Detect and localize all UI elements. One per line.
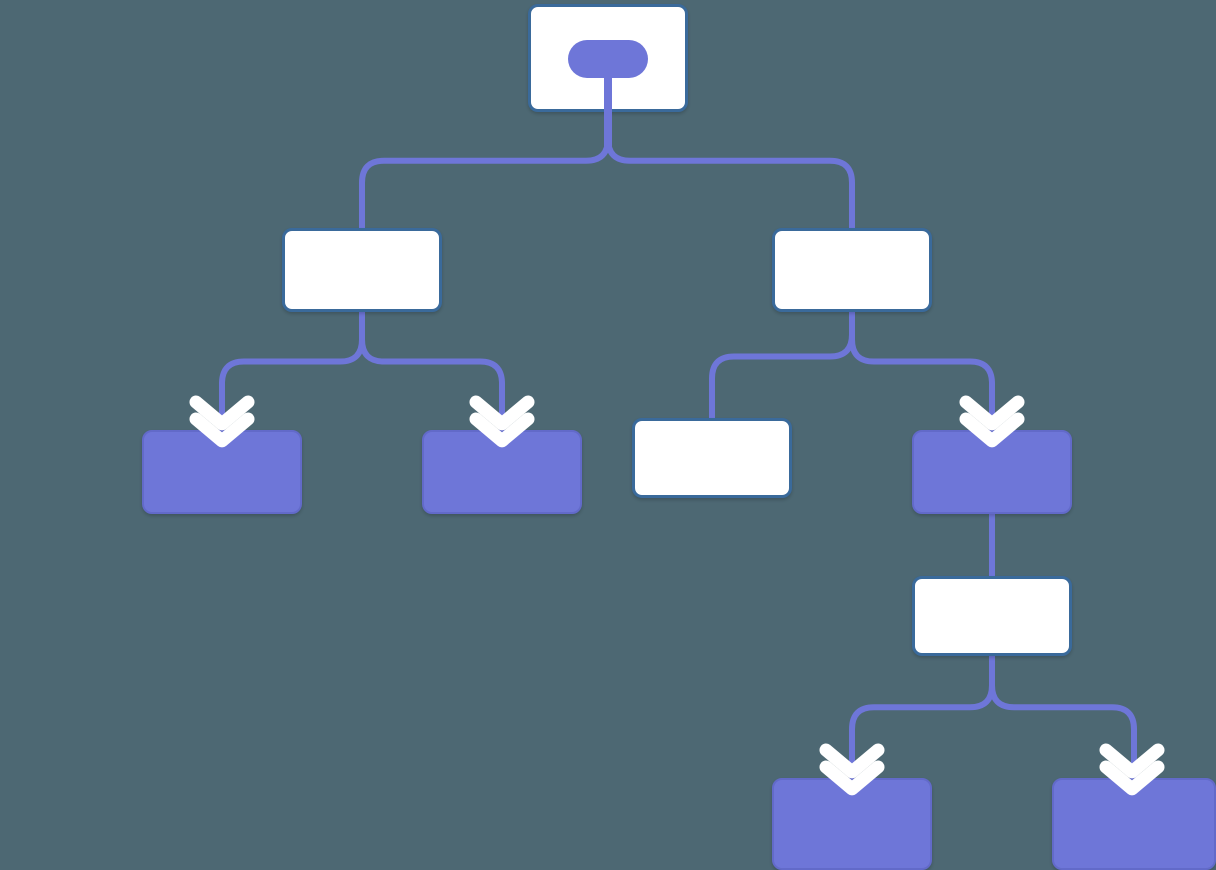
node-n1[interactable] — [528, 4, 688, 112]
node-n10[interactable] — [1052, 778, 1216, 870]
node-n3[interactable] — [772, 228, 932, 312]
node-n4[interactable] — [142, 430, 302, 514]
node-n7[interactable] — [912, 430, 1072, 514]
node-n2[interactable] — [282, 228, 442, 312]
node-n6[interactable] — [632, 418, 792, 498]
node-n9[interactable] — [772, 778, 932, 870]
node-n8[interactable] — [912, 576, 1072, 656]
node-n5[interactable] — [422, 430, 582, 514]
